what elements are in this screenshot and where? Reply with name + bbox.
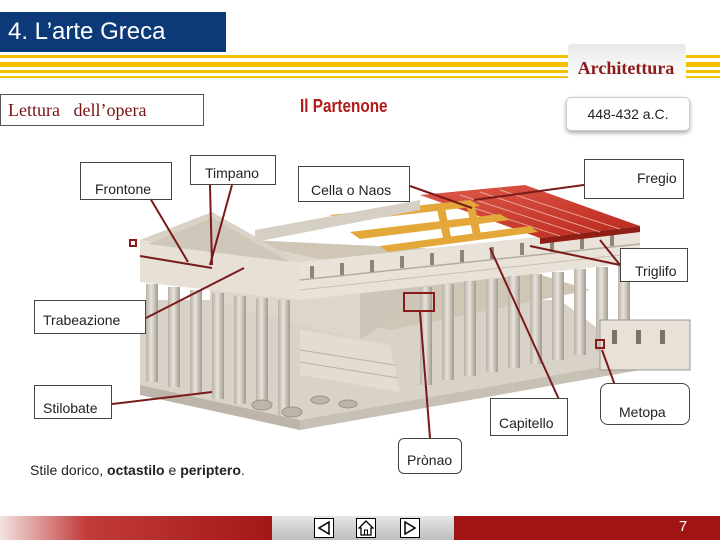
section-tab [568,44,686,80]
next-triangle-icon [404,521,417,535]
caption-prefix: Stile dorico, [30,462,108,478]
slide-title: 4. L’arte Greca [0,12,226,52]
style-caption: Stile dorico, octastilo e periptero. [30,462,245,478]
label-pronao: Prònao [398,438,462,474]
caption-suffix: . [240,462,245,478]
page-number: 7 [678,518,688,535]
label-metopa: Metopa [600,383,690,425]
next-button[interactable] [400,518,420,538]
date-box: 448-432 a.C. [566,97,690,131]
label-trabeazione: Trabeazione [34,300,146,334]
artwork-title: Il Partenone [300,96,388,116]
header-stripe [0,55,720,58]
section-label: Architettura [577,58,675,78]
caption-middle: e [164,462,181,478]
caption-octastilo: octastilo [107,462,165,478]
label-stilobate: Stilobate [34,385,112,419]
header-stripe [0,76,720,78]
lettura-opera-box: Lettura dell’opera [0,94,204,126]
prev-button[interactable] [314,518,334,538]
label-triglifo: Triglifo [620,248,688,282]
header-stripe [0,70,720,73]
header-stripe [0,62,720,67]
label-timpano: Timpano [190,155,276,185]
prev-triangle-icon [317,521,330,535]
home-button[interactable] [356,518,376,538]
label-fregio: Fregio [584,159,684,199]
label-cella: Cella o Naos [298,166,410,202]
home-icon [358,520,374,536]
label-frontone: Frontone [80,162,172,200]
caption-periptero: periptero [180,462,241,478]
label-capitello: Capitello [490,398,568,436]
